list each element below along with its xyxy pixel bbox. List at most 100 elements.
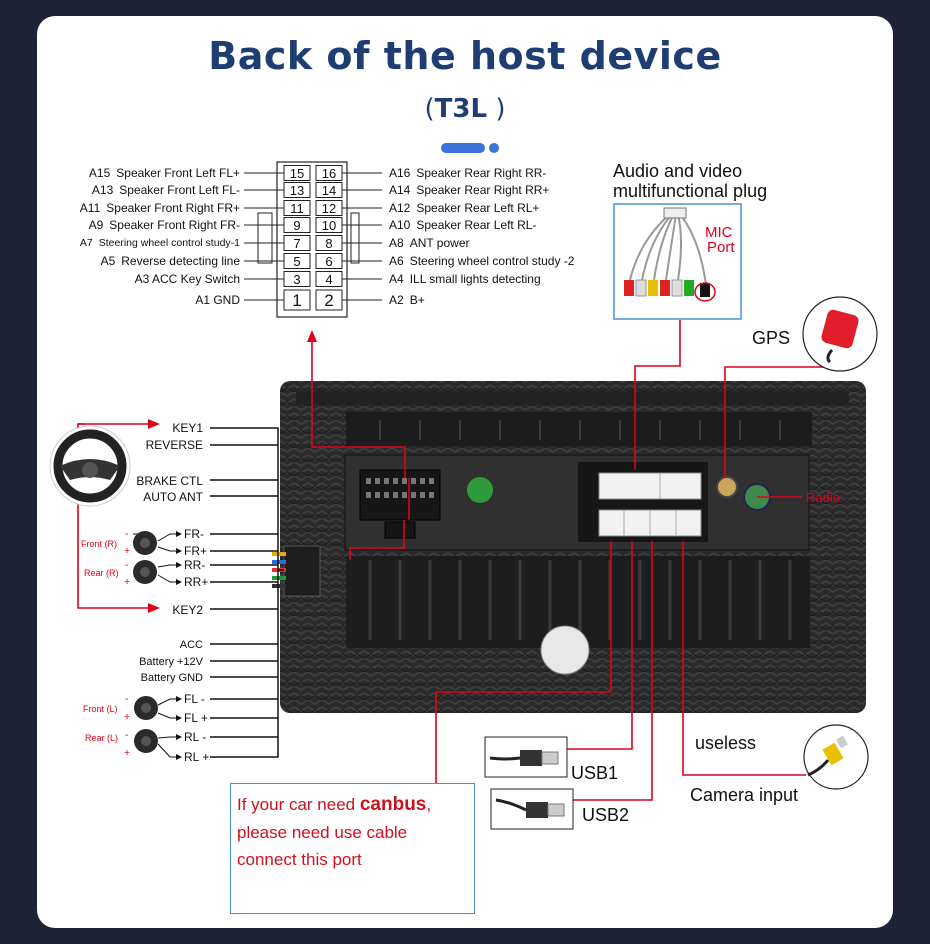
harness-fr-plus: FR+ [184,544,208,558]
pin-code: A16 [389,166,411,180]
pin-number: 14 [322,183,336,198]
pin-code: A12 [389,201,411,215]
pin-code: A11 [79,201,101,215]
pin-label-left: A15 Speaker Front Left FL+ [89,166,240,180]
pin-label-right: A14 Speaker Rear Right RR+ [389,183,549,197]
harness-battery-12v: Battery +12V [139,656,203,668]
canbus-line-3: connect this port [237,850,362,869]
harness-brake: BRAKE CTL [136,474,203,488]
pin-description: Speaker Rear Left RL- [416,218,537,232]
pin-number: 16 [322,166,336,181]
pin-description: Speaker Front Left FL- [119,183,240,197]
pin-description: Speaker Rear Right RR- [416,166,547,180]
pin-code: A4 [389,272,404,286]
pager-dot [489,143,499,153]
pin-description: A3 ACC Key Switch [134,272,240,286]
pin-label-left: A5 Reverse detecting line [101,254,240,268]
pin-description: Steering wheel control study-1 [98,237,240,249]
subtitle-open: ( [424,94,435,124]
front-l-label: Front (L) [83,704,118,714]
harness-rr-plus: RR+ [184,575,209,589]
harness-rr-minus: RR- [184,558,206,572]
pin-code: A7 [79,237,93,249]
pin-number: 11 [290,201,304,216]
harness-auto-ant: AUTO ANT [143,490,203,504]
pin-number: 13 [290,183,304,198]
pin-number: 1 [292,291,301,310]
pin-code: A9 [88,218,104,232]
front-l-minus-sign: - [125,693,129,705]
pin-label-right: A16 Speaker Rear Right RR- [389,166,546,180]
gps-antenna-image [802,296,878,372]
front-r-label: Front (R) [81,539,117,549]
front-r-plus-sign: + [124,545,131,557]
rear-l-minus-sign: - [125,729,129,741]
pin-code: A14 [389,183,411,197]
mic-port-label-1: MIC [705,224,733,241]
pin-number: 8 [325,236,332,251]
model-name: T3L [434,94,488,124]
pin-label-right: A2 B+ [389,293,425,307]
pin-number: 9 [293,218,300,233]
steering-wheel-icon [49,425,131,507]
pin-description: Speaker Front Right FR- [109,218,240,232]
harness-rl-plus: RL + [184,750,210,764]
canbus-text-c: , [426,795,432,814]
pin-label-right: A8 ANT power [389,236,470,250]
pin-description: Speaker Rear Right RR+ [416,183,550,197]
canbus-line-1: If your car need canbus, [237,794,431,816]
harness-key1: KEY1 [172,421,203,435]
harness-reverse: REVERSE [145,438,203,452]
pin-number: 4 [325,272,332,287]
pin-description: ILL small lights detecting [409,272,541,286]
canbus-text-a: If your car need [237,795,360,814]
harness-acc: ACC [179,639,203,651]
pin-code: A15 [88,166,111,180]
pin-description: Reverse detecting line [121,254,240,268]
page-subtitle: (T3L ) [0,94,930,124]
front-r-minus-sign: - [125,528,129,540]
pin-number: 10 [322,218,336,233]
pin-code: A10 [389,218,411,232]
harness-battery-gnd: Battery GND [140,672,203,684]
usb2-cable-image [490,788,574,830]
usb1-cable-image [484,736,568,778]
harness-rl-minus: RL - [184,730,207,744]
pin-label-right: A4 ILL small lights detecting [389,272,541,286]
camera-input-label: Camera input [690,785,799,805]
pin-number: 6 [325,254,332,269]
radio-label: Radio [806,490,840,505]
camera-plug-image [803,724,869,790]
rear-r-label: Rear (R) [84,568,119,578]
canbus-keyword: canbus [359,794,427,815]
harness-fl-plus: FL + [184,711,208,725]
pin-code: A6 [389,254,404,268]
canbus-note: If your car need canbus, please need use… [230,783,475,914]
pager-dot-active [441,143,485,153]
pin-number: 7 [293,236,300,251]
pin-number: 5 [293,254,300,269]
rear-r-minus-sign: - [125,559,129,571]
pin-description: B+ [409,293,425,307]
pin-description: Steering wheel control study -2 [409,254,575,268]
rear-l-label: Rear (L) [85,733,119,743]
speaker-icons [133,531,158,753]
pin-description: ANT power [409,236,470,250]
rear-r-plus-sign: + [124,576,131,588]
pin-label-left: A1 GND [195,293,240,307]
av-plug-label-1: Audio and video [613,161,743,181]
pin-number: 12 [322,201,336,216]
mic-port-label-2: Port [707,239,735,256]
pin-code: A8 [389,236,404,250]
pin-code: A2 [389,293,404,307]
pin-code: A5 [100,254,116,268]
pin-description: Speaker Front Left FL+ [116,166,240,180]
pin-number: 15 [290,166,304,181]
gps-label: GPS [752,328,791,348]
pin-label-left: A9 Speaker Front Right FR- [89,218,240,232]
pin-description: Speaker Front Right FR+ [106,201,240,215]
av-plug-image [613,203,742,320]
